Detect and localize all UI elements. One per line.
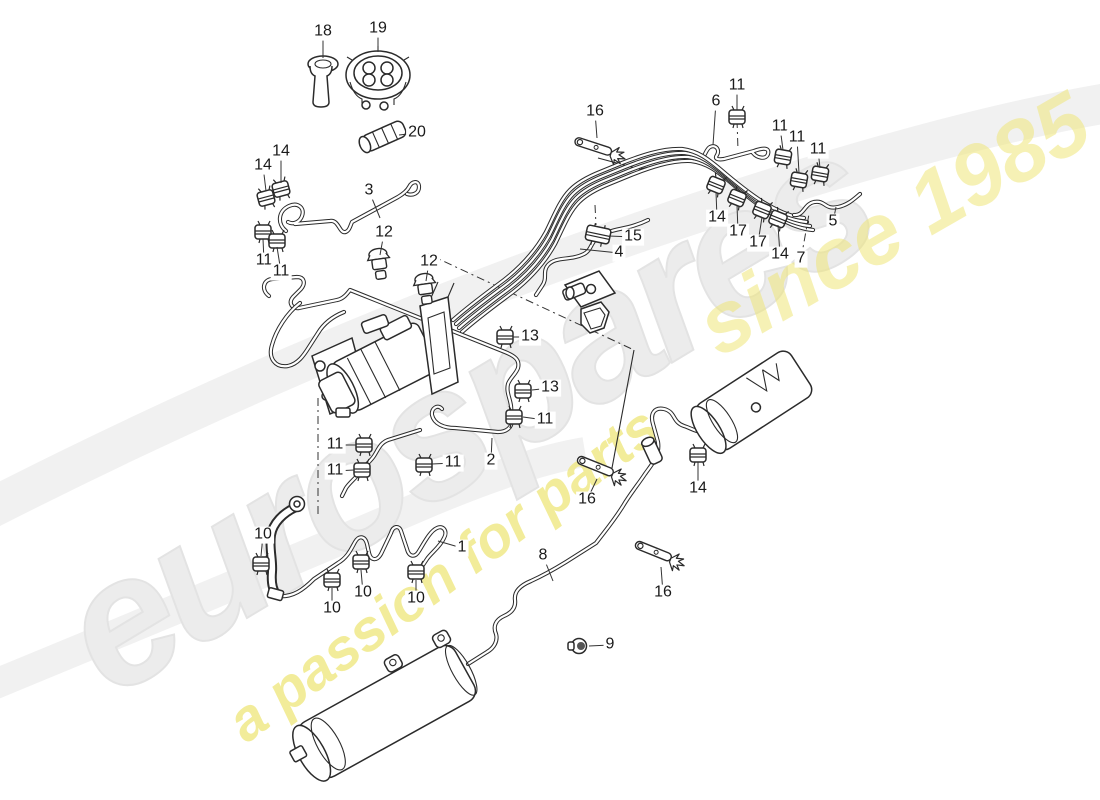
part-label-1: 1 [455, 538, 469, 557]
part-label-15: 15 [622, 227, 644, 246]
grommet [567, 637, 588, 655]
stacked-clamp-icon [365, 246, 393, 282]
part-label-7: 7 [794, 249, 808, 268]
part-label-4: 4 [612, 243, 626, 262]
leader-line-4 [579, 248, 620, 254]
part-label-10: 10 [405, 589, 427, 608]
air-tank [289, 629, 478, 782]
connector-sleeve [358, 120, 407, 154]
part-label-14: 14 [687, 479, 709, 498]
part-label-11: 11 [324, 461, 346, 480]
valve-bracket [562, 270, 617, 334]
swoosh-arc-upper [0, 84, 1100, 527]
tank-mount-tab [383, 654, 404, 673]
hose-end-fitting [266, 587, 285, 602]
round-mount [345, 46, 411, 111]
clip-icon [323, 568, 341, 592]
clip-icon [514, 379, 532, 403]
line-union [640, 436, 663, 465]
clip-icon [353, 458, 371, 482]
part-label-18: 18 [312, 22, 334, 41]
part-label-14: 14 [270, 142, 292, 161]
tank-mount-tab [431, 629, 452, 649]
part-label-11: 11 [726, 76, 748, 95]
pipe-5 [794, 194, 860, 215]
part-label-17: 17 [727, 222, 749, 241]
pipe-8 [468, 409, 712, 664]
part-label-11: 11 [324, 435, 346, 454]
part-label-3: 3 [362, 181, 376, 200]
bracket-icon [571, 133, 629, 169]
bracket-icon [630, 536, 689, 575]
clip-icon [252, 552, 270, 576]
part-label-11: 11 [786, 128, 808, 147]
part-label-11: 11 [534, 410, 556, 429]
part-label-12: 12 [418, 252, 440, 271]
part-label-2: 2 [484, 451, 498, 470]
part-label-16: 16 [576, 490, 598, 509]
part-label-6: 6 [709, 92, 723, 111]
air-reservoir [690, 350, 813, 455]
part-label-11: 11 [769, 117, 791, 136]
part-label-14: 14 [706, 208, 728, 227]
pressure-hose [266, 495, 306, 602]
part-label-8: 8 [536, 546, 550, 565]
bracket-icon [572, 451, 631, 490]
part-label-10: 10 [252, 525, 274, 544]
swoosh-arc-lower [0, 437, 588, 699]
buffer-plug [307, 55, 339, 108]
part-label-20: 20 [406, 123, 428, 142]
part-label-16: 16 [652, 583, 674, 602]
part-label-11: 11 [270, 262, 292, 281]
part-label-14: 14 [769, 245, 791, 264]
compressor-unit [311, 281, 459, 418]
part-label-12: 12 [373, 223, 395, 242]
part-label-17: 17 [747, 233, 769, 252]
part-label-13: 13 [539, 378, 561, 397]
part-label-16: 16 [584, 102, 606, 121]
part-label-5: 5 [826, 212, 840, 231]
part-label-13: 13 [519, 327, 541, 346]
clip-icon [355, 433, 373, 457]
clip-icon [415, 453, 433, 477]
clip-icon [583, 220, 613, 250]
part-label-10: 10 [321, 599, 343, 618]
part-label-11: 11 [253, 251, 275, 270]
part-label-19: 19 [367, 19, 389, 38]
stacked-clamp-icon [411, 271, 439, 307]
part-label-11: 11 [442, 453, 464, 472]
part-label-10: 10 [352, 583, 374, 602]
clip-icon [407, 560, 425, 584]
part-label-11: 11 [807, 140, 829, 159]
clip-icon [505, 405, 523, 429]
clip-icon [496, 325, 514, 349]
clip-icon [352, 550, 370, 574]
part-label-14: 14 [252, 156, 274, 175]
pipe-3 [280, 182, 419, 232]
tank-valve-stub [289, 745, 308, 763]
part-label-9: 9 [603, 635, 617, 654]
